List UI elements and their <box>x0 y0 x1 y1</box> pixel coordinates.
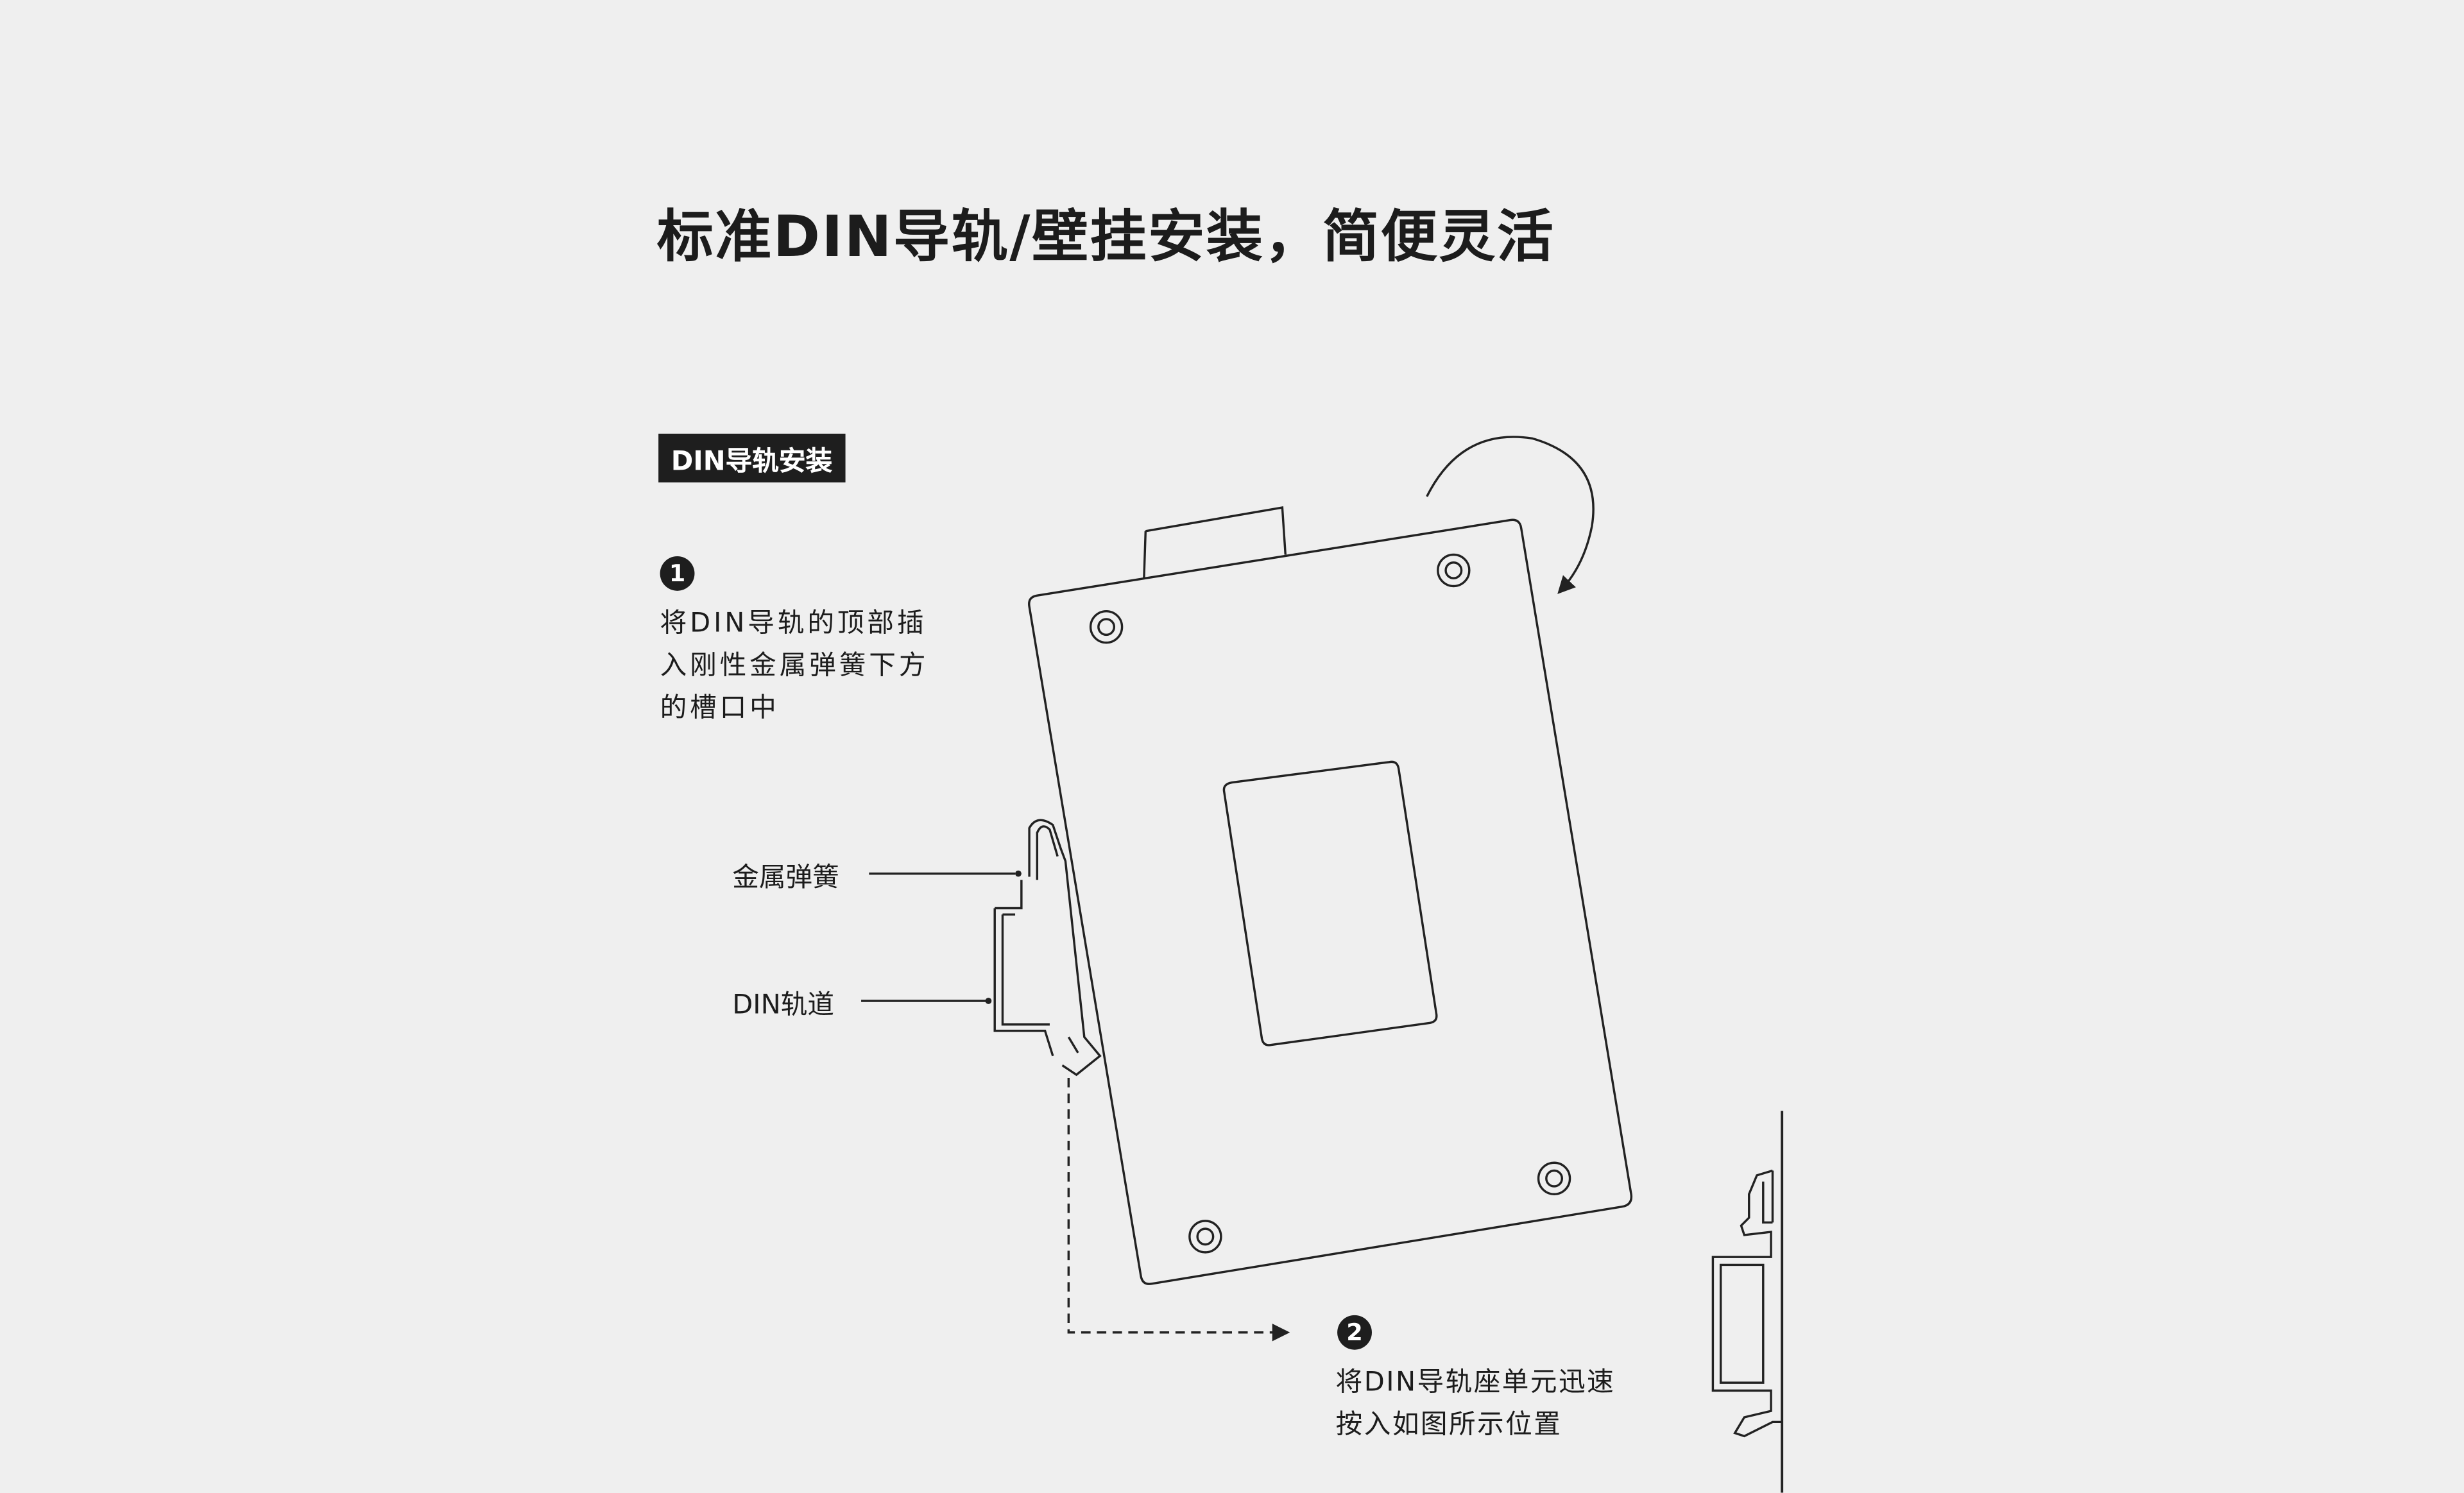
page-title: 标准DIN导轨/壁挂安装，简便灵活 <box>656 205 1555 271</box>
step-2-text: 将DIN导轨座单元迅速 按入如图所示位置 <box>1335 1367 1616 1441</box>
device-label-window <box>1222 760 1438 1046</box>
din-clip-left <box>993 819 1102 1077</box>
step-1-text: 将DIN导轨的顶部插 入刚性金属弹簧下方 的槽口中 <box>660 608 929 724</box>
device-body <box>1028 506 1633 1285</box>
device-housing <box>1028 518 1633 1285</box>
rotation-arrow-icon <box>1426 436 1595 594</box>
rail-callout-label: DIN轨道 <box>732 989 834 1021</box>
section-label: DIN导轨安装 <box>658 433 845 482</box>
device-top-connector <box>1143 506 1287 579</box>
step-1-badge: 1 <box>660 556 695 591</box>
spring-callout-label: 金属弹簧 <box>732 862 839 894</box>
step-2-badge: 2 <box>1337 1315 1372 1350</box>
screw-holes <box>1089 553 1571 1254</box>
din-rail-mounted-right <box>1711 1111 1784 1493</box>
dashed-push-arrow <box>1067 1078 1290 1342</box>
